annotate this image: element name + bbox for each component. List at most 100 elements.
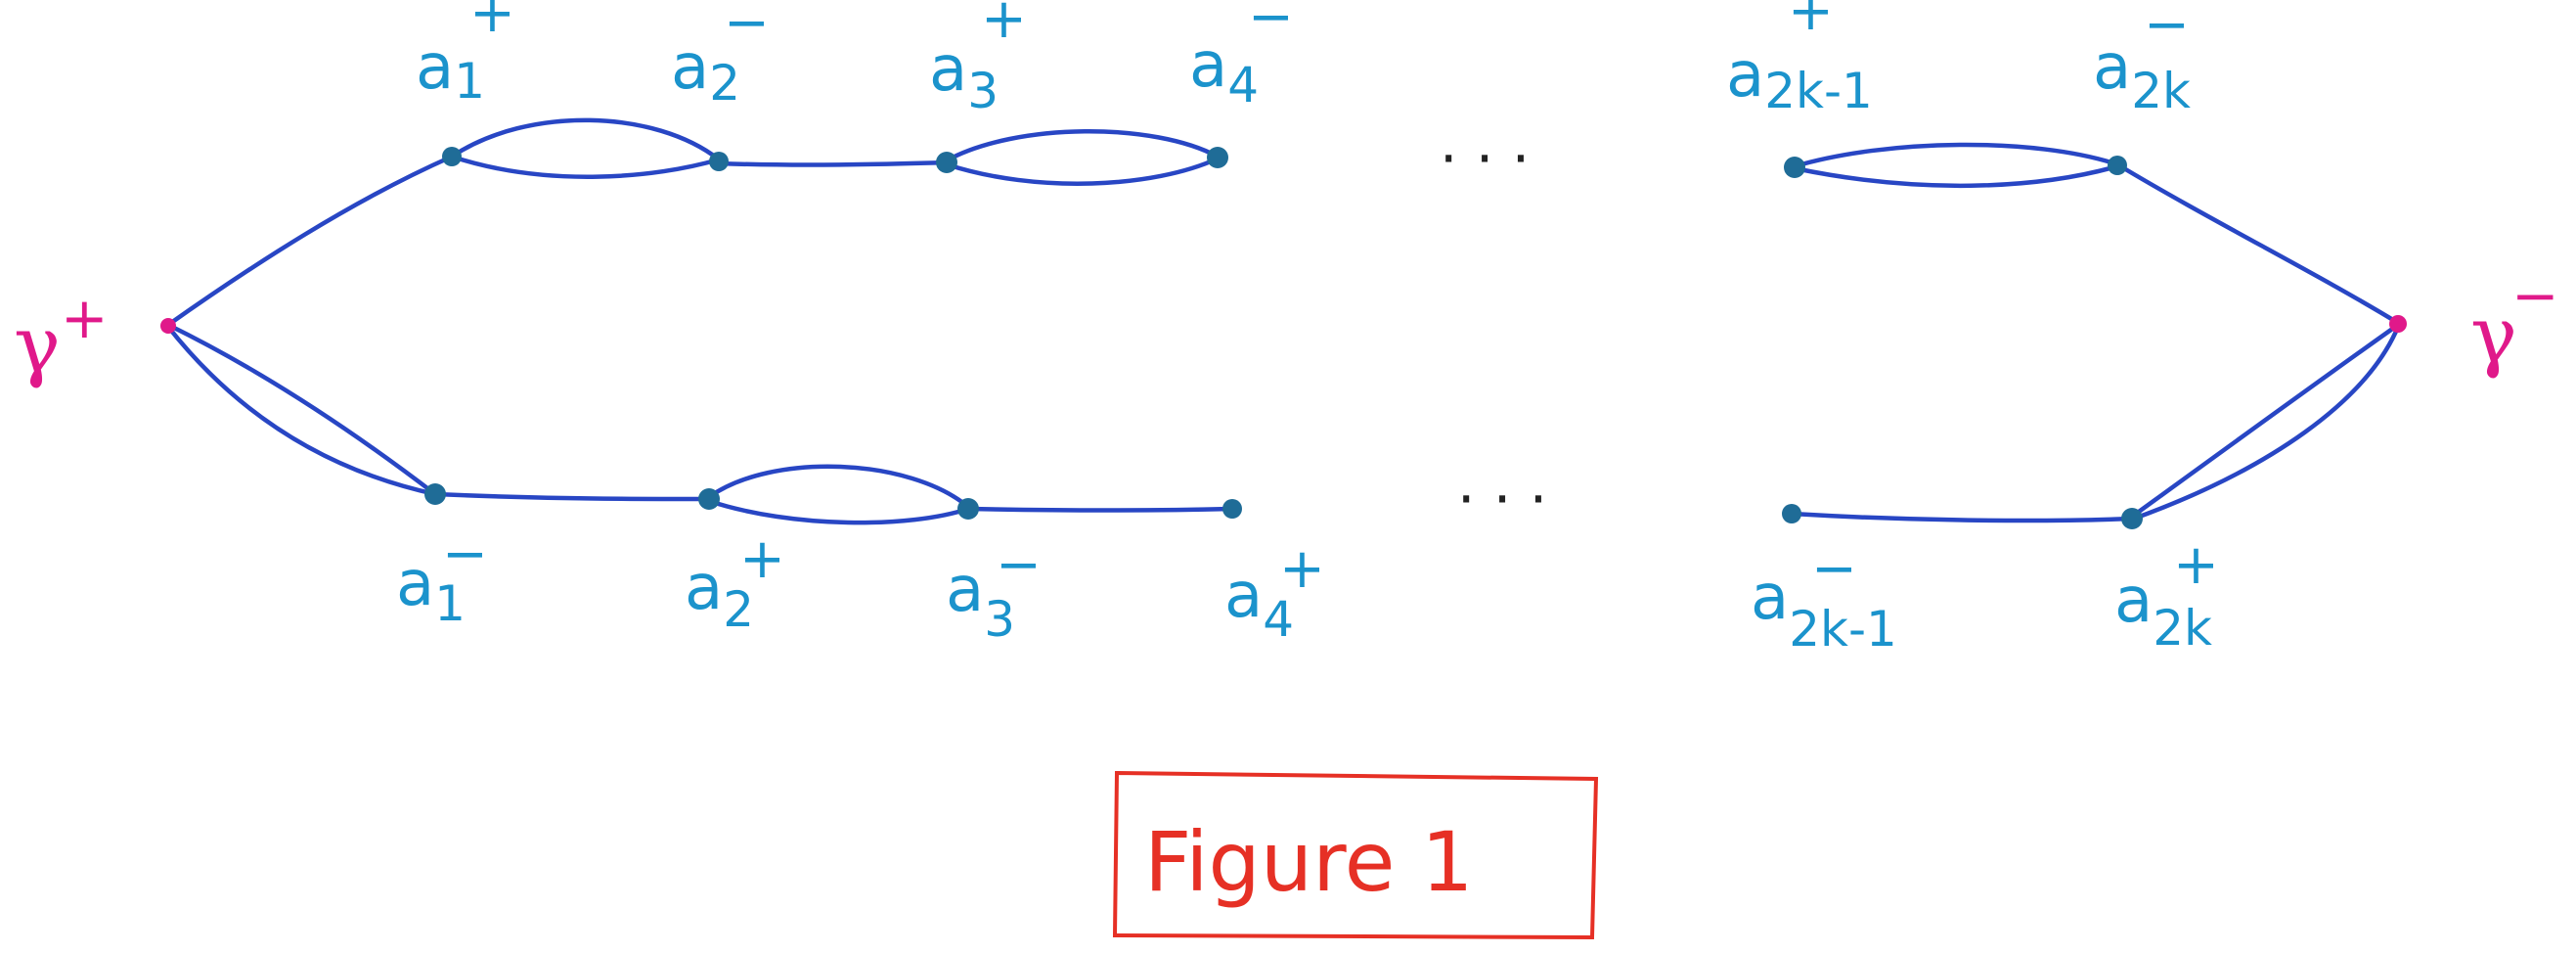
label-a3-bot: a3 −: [946, 533, 1042, 648]
svg-text:a1: a1: [396, 548, 466, 632]
node-gamma-plus: [160, 318, 176, 334]
svg-text:a1: a1: [416, 31, 485, 110]
label-base: a: [396, 548, 434, 620]
edge-gamma-plus-a1-bot-upper: [165, 322, 438, 497]
label-gamma-minus: γ −: [2470, 262, 2559, 381]
label-sub: 1: [434, 575, 466, 632]
figure-caption: Figure 1: [1112, 770, 1599, 940]
label-base: a: [946, 554, 984, 626]
edge-a3-a4-top-upper: [944, 129, 1221, 163]
label-a1-top: a1 +: [416, 0, 515, 110]
label-sub: 2k: [2153, 600, 2212, 657]
node-a2k-top: [2108, 156, 2127, 175]
label-sign: −: [1811, 537, 1857, 601]
label-base: a: [1189, 29, 1227, 102]
label-gamma-plus: γ +: [14, 285, 109, 390]
svg-text:a4: a4: [1189, 29, 1259, 114]
label-sub: 3: [967, 63, 999, 119]
label-base: a: [929, 33, 967, 106]
label-sign: +: [2173, 533, 2219, 597]
label-gamma-minus-sign: −: [2511, 262, 2559, 329]
label-base: a: [1726, 39, 1764, 112]
caption-text: Figure 1: [1144, 814, 1474, 910]
svg-text:a2k-1: a2k-1: [1726, 39, 1873, 119]
caption-box: [1112, 770, 1599, 940]
edge-a2k-top-gamma-minus: [2114, 161, 2401, 326]
label-gamma-minus-base: γ: [2470, 290, 2517, 381]
nodes: [160, 147, 2407, 529]
label-sign: −: [2144, 0, 2190, 57]
label-sign: +: [469, 0, 515, 45]
label-sub: 2: [709, 55, 740, 112]
node-a1-bot: [424, 483, 446, 505]
label-sub: 2k-1: [1789, 601, 1897, 658]
label-sub: 1: [454, 53, 485, 110]
label-sign: +: [1279, 537, 1325, 601]
node-a3-top: [936, 152, 957, 173]
edges: [165, 117, 2401, 525]
label-sub: 2k-1: [1764, 63, 1873, 119]
label-a2k-1-top: a2k-1 +: [1726, 0, 1873, 119]
node-a4-top: [1207, 147, 1228, 168]
edge-a2k-1-a2k-top-lower: [1792, 163, 2120, 189]
label-sign: +: [1788, 0, 1834, 43]
node-gamma-minus: [2389, 315, 2407, 333]
edge-a2-a3-bot-upper: [706, 464, 971, 510]
ellipsis-bottom: · · ·: [1457, 466, 1547, 532]
label-a4-top: a4 −: [1189, 0, 1294, 114]
node-a2k-1-top: [1784, 157, 1805, 178]
label-sign: +: [981, 0, 1027, 51]
edge-gamma-plus-a1-bot-lower: [165, 324, 438, 497]
svg-text:a2k-1: a2k-1: [1751, 562, 1897, 658]
node-a3-bot: [957, 498, 979, 520]
edge-a3-a4-bot: [965, 506, 1235, 513]
edge-a1-a2-top-upper: [449, 117, 722, 162]
label-sub: 2k: [2131, 63, 2191, 119]
edge-a1-a2-bot: [432, 491, 712, 502]
label-sign: −: [724, 0, 770, 55]
edge-a2k-bot-gamma-minus-lower: [2131, 324, 2401, 522]
label-a2k-bot: a2k +: [2114, 533, 2219, 657]
edge-a1-a2-top-lower: [449, 154, 722, 179]
label-sign: +: [739, 527, 785, 591]
label-base: a: [2114, 565, 2153, 637]
node-a2-top: [709, 152, 729, 171]
edge-a3-a4-top-lower: [944, 156, 1221, 186]
edge-a2k-1-a2k-top-upper: [1792, 142, 2120, 169]
label-sub: 2: [723, 581, 754, 638]
label-base: a: [1224, 560, 1263, 632]
edge-a2k-bot-gamma-minus-upper: [2129, 322, 2401, 520]
svg-text:a2k: a2k: [2093, 31, 2191, 119]
edge-a2k-1-a2k-bot: [1789, 511, 2135, 523]
edge-a2-a3-top: [716, 159, 950, 167]
label-a1-bot: a1 −: [396, 522, 488, 632]
label-sign: −: [442, 522, 488, 586]
svg-text:a4: a4: [1224, 560, 1294, 648]
label-a2-bot: a2 +: [685, 527, 785, 638]
node-a2-bot: [698, 488, 720, 510]
node-a2k-1-bot: [1782, 504, 1801, 523]
svg-text:a2k: a2k: [2114, 565, 2212, 657]
label-gamma-plus-sign: +: [61, 285, 109, 351]
label-a2-top: a2 −: [671, 0, 770, 112]
label-sign: −: [1248, 0, 1294, 49]
svg-text:a3: a3: [946, 554, 1015, 648]
label-base: a: [416, 31, 454, 104]
label-a3-top: a3 +: [929, 0, 1027, 119]
label-base: a: [1751, 562, 1789, 634]
node-a4-bot: [1222, 499, 1242, 519]
label-base: a: [2093, 31, 2131, 104]
edge-gamma-plus-a1-top: [165, 154, 455, 328]
label-sub: 4: [1263, 591, 1294, 648]
label-a2k-1-bot: a2k-1 −: [1751, 537, 1897, 658]
node-a1-top: [442, 147, 462, 166]
label-sign: −: [996, 533, 1042, 597]
svg-text:a2: a2: [671, 31, 740, 112]
label-sub: 4: [1227, 57, 1259, 114]
label-gamma-plus-base: γ: [14, 299, 61, 390]
label-a4-bot: a4 +: [1224, 537, 1325, 648]
svg-text:a2: a2: [685, 552, 754, 638]
node-a2k-bot: [2121, 508, 2143, 529]
svg-text:a3: a3: [929, 33, 999, 119]
